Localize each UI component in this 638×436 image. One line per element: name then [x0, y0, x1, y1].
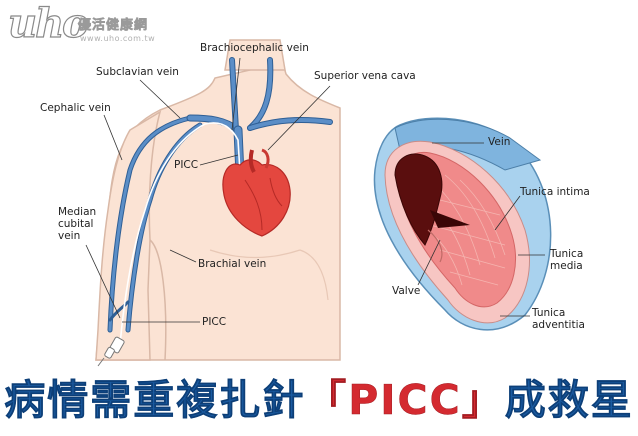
leader-lines [85, 57, 545, 323]
label-picc-lower: PICC [202, 316, 227, 328]
label-superior-vena-cava: Superior vena cava [314, 70, 416, 82]
label-brachiocephalic-vein: Brachiocephalic vein [200, 42, 309, 54]
heart [222, 148, 291, 237]
label-brachial-vein: Brachial vein [198, 258, 267, 270]
label-tunica-adventitia: Tunica adventitia [532, 307, 585, 331]
page-title: 病情需重複扎針「PICC」成救星 [0, 366, 638, 426]
uho-chinese-text: 優活健康網 [78, 18, 149, 34]
label-tunica-media: Tunica media [550, 248, 584, 272]
arm-inner-line [149, 239, 167, 361]
vein-cross-section [373, 117, 552, 331]
picc-catheter [97, 336, 125, 367]
uho-watermark-logo: uho 優活健康網 www.uho.com.tw [7, 0, 158, 48]
label-subclavian-vein: Subclavian vein [96, 66, 179, 78]
label-vein: Vein [488, 136, 511, 148]
label-median-cubital-vein: Median cubital vein [58, 206, 97, 242]
label-valve: Valve [392, 285, 421, 297]
title-part2: 成救星 [504, 376, 634, 425]
label-cephalic-vein: Cephalic vein [40, 102, 111, 114]
title-highlight-picc: 「PICC」 [305, 376, 505, 425]
uho-url-text: www.uho.com.tw [80, 34, 156, 43]
uho-brand-text: uho [7, 0, 89, 48]
picc-line [119, 122, 241, 346]
label-picc-upper: PICC [174, 159, 199, 171]
title-part1: 病情需重複扎針 [4, 376, 306, 425]
label-tunica-intima: Tunica intima [520, 186, 590, 198]
chest-contour [209, 249, 301, 259]
chest-contour-2 [299, 249, 329, 301]
